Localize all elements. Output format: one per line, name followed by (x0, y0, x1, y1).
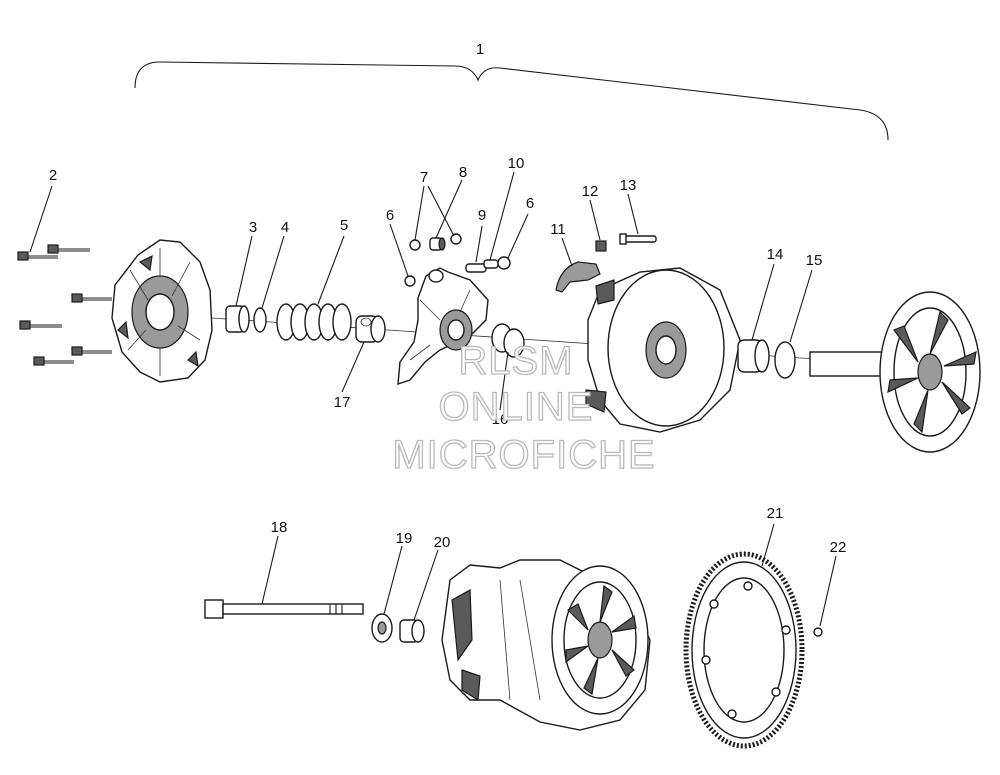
watermark-line-3: MICROFICHE (392, 433, 655, 477)
collar-17 (355, 315, 386, 343)
callout-3: 3 (249, 219, 257, 236)
callout-9: 9 (478, 207, 486, 224)
callout-18: 18 (271, 519, 288, 536)
bolt-18 (204, 599, 364, 619)
orings-16 (491, 323, 525, 358)
bolts-2 (17, 244, 112, 366)
flyweight-11 (555, 261, 601, 293)
callout-13: 13 (620, 177, 637, 194)
callout-20: 20 (434, 534, 451, 551)
callout-4: 4 (281, 219, 289, 236)
watermark: RLSM ONLINE MICROFICHE (392, 338, 656, 477)
callout-2: 2 (49, 167, 57, 184)
callout-22: 22 (830, 539, 847, 556)
washer-6-right (497, 256, 511, 270)
screw-22 (813, 627, 823, 637)
callout-21: 21 (767, 505, 784, 522)
callout-15: 15 (806, 252, 823, 269)
ring-15 (774, 341, 796, 379)
callout-6-right: 6 (526, 195, 534, 212)
clutch-cover (111, 239, 213, 383)
watermark-line-1: RLSM (458, 339, 573, 383)
ring-4 (253, 307, 267, 333)
callout-11: 11 (550, 221, 566, 238)
pin-13 (619, 233, 657, 245)
assembly-bracket (134, 61, 889, 141)
callout-7: 7 (420, 169, 428, 186)
callout-labels: 1 2 3 4 5 6 7 8 9 10 6 11 12 13 14 15 16… (49, 41, 847, 556)
callout-14: 14 (767, 246, 784, 263)
leader-lines (29, 171, 837, 627)
bushing-3 (225, 305, 250, 333)
spring-5 (276, 303, 352, 341)
pin-10 (483, 259, 499, 269)
callout-6-left: 6 (386, 207, 394, 224)
callout-5: 5 (340, 217, 348, 234)
callout-10: 10 (508, 155, 525, 172)
washer-19 (371, 613, 393, 643)
callout-1: 1 (476, 41, 484, 58)
pin-9 (465, 263, 487, 273)
moveable-sheave (585, 267, 741, 433)
callout-8: 8 (459, 164, 467, 181)
rollers-7-8 (409, 233, 462, 251)
callout-17: 17 (334, 394, 351, 411)
spacer-20 (399, 619, 425, 643)
washer-6-left (404, 275, 416, 287)
callout-16: 16 (492, 411, 509, 428)
callout-12: 12 (582, 183, 599, 200)
spider-assembly (397, 267, 489, 386)
clutch-assembly (441, 559, 651, 731)
nut-12 (595, 240, 607, 252)
callout-19: 19 (396, 530, 413, 547)
bushing-14 (737, 339, 770, 373)
ring-gear-21 (683, 551, 805, 749)
fixed-sheave (809, 291, 981, 453)
watermark-line-2: ONLINE (439, 385, 594, 429)
